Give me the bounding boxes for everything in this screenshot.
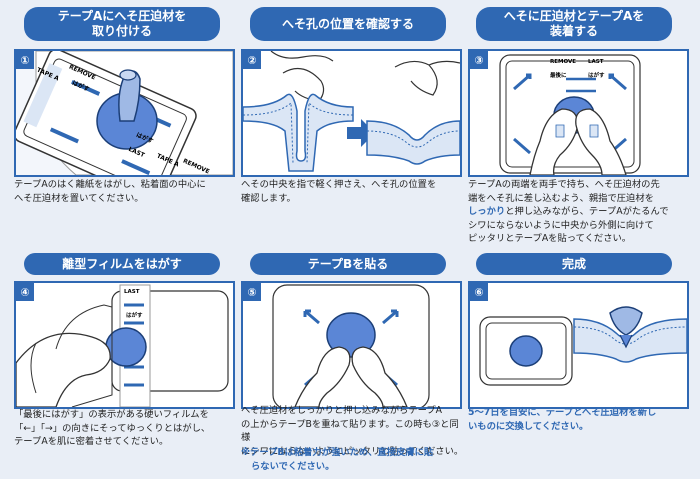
step3-label-first: 最後に <box>550 73 567 79</box>
step5-illustration: ⑤ <box>241 281 462 409</box>
step3-drawing <box>499 54 641 175</box>
step2-illustration: ② <box>241 49 462 177</box>
step1-number: ① <box>16 51 34 69</box>
step5-number: ⑤ <box>243 283 261 301</box>
step4-number: ④ <box>16 283 34 301</box>
step2-number: ② <box>243 51 261 69</box>
step6-number: ⑥ <box>470 283 488 301</box>
step5-title: テープBを貼る <box>307 256 389 271</box>
step2-title: へそ孔の位置を確認する <box>281 16 414 31</box>
step4-description: 「最後にはがす」の表示がある硬いフィルムを「←」「→」の向きにそってゆっくりとは… <box>14 409 211 448</box>
step4-label-peel: はがす <box>126 313 143 319</box>
step6-drawing <box>479 306 687 386</box>
step1-title-line2: 取り付ける <box>91 24 152 38</box>
step2-header: へそ孔の位置を確認する <box>250 7 446 41</box>
step1-title-line1: テープAにへそ圧迫材を <box>57 9 187 23</box>
step3-label-last: LAST <box>588 59 604 65</box>
step6-header: 完成 <box>476 253 672 275</box>
step6-title: 完成 <box>561 256 586 271</box>
step3-label-hagasu: はがす <box>588 73 605 79</box>
step3-header: へそに圧迫材とテープAを装着する <box>476 7 672 41</box>
step3-title-line2: 装着する <box>549 24 598 38</box>
step4-drawing <box>16 284 229 407</box>
step3-illustration: ③ REMOVE LAST 最後に はがす <box>468 49 689 177</box>
step2-drawing <box>243 51 460 172</box>
step4-illustration: ④ LAST はがす <box>14 281 235 409</box>
step5-header: テープBを貼る <box>250 253 446 275</box>
step3-title-line1: へそに圧迫材とテープAを <box>503 9 645 23</box>
step1-illustration: ① TAPE A REMOVE はがす LAST はがす TAPE A REMO… <box>14 49 235 177</box>
step4-header: 離型フィルムをはがす <box>24 253 220 275</box>
step1-drawing <box>16 51 233 175</box>
step5-drawing <box>272 284 430 407</box>
step4-label-last: LAST <box>124 289 140 295</box>
step3-number: ③ <box>470 51 488 69</box>
step2-description: へその中央を指で軽く押さえ、へそ孔の位置を確認します。 <box>241 179 437 204</box>
step3-label-remove: REMOVE <box>550 59 577 65</box>
step4-title: 離型フィルムをはがす <box>62 256 182 271</box>
step6-illustration: ⑥ <box>468 281 689 409</box>
step1-header: テープAにへそ圧迫材を取り付ける <box>24 7 220 41</box>
step3-description: テープAの両端を両手で持ち、へそ圧迫材の先 端をへそ孔に差し込むよう、親指で圧迫… <box>468 179 669 245</box>
step1-description: テープAのはく離紙をはがし、粘着面の中心にへそ圧迫材を置いてください。 <box>14 179 206 204</box>
step3-emphasis: しっかり <box>468 206 506 218</box>
step5-note: ※テープBは粘着力が強いため、直接皮膚に貼らないでください。 <box>241 447 434 472</box>
step6-note: 5〜7日を目安に、テープとへそ圧迫材を新しいものに交換してください。 <box>468 407 657 432</box>
